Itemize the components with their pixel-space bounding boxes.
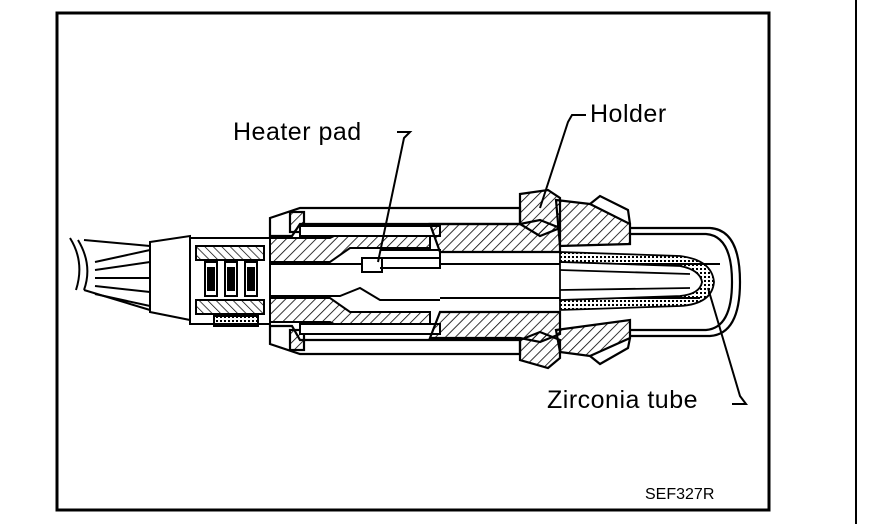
- zirconia-tube-shape: [559, 251, 715, 311]
- leader-lines: [377, 114, 748, 405]
- heater-pad-label: Heater pad: [233, 118, 362, 146]
- zirconia-tube-label: Zirconia tube: [547, 386, 699, 414]
- figure-code: SEF327R: [645, 486, 715, 503]
- rear-boot: [149, 234, 271, 327]
- sensor-body: [428, 218, 562, 344]
- inner-insulator: [269, 225, 441, 335]
- holder-label: Holder: [590, 100, 667, 128]
- figure-border: [55, 11, 771, 512]
- outer-sleeve: [268, 206, 522, 356]
- sensor-cable: [69, 237, 151, 311]
